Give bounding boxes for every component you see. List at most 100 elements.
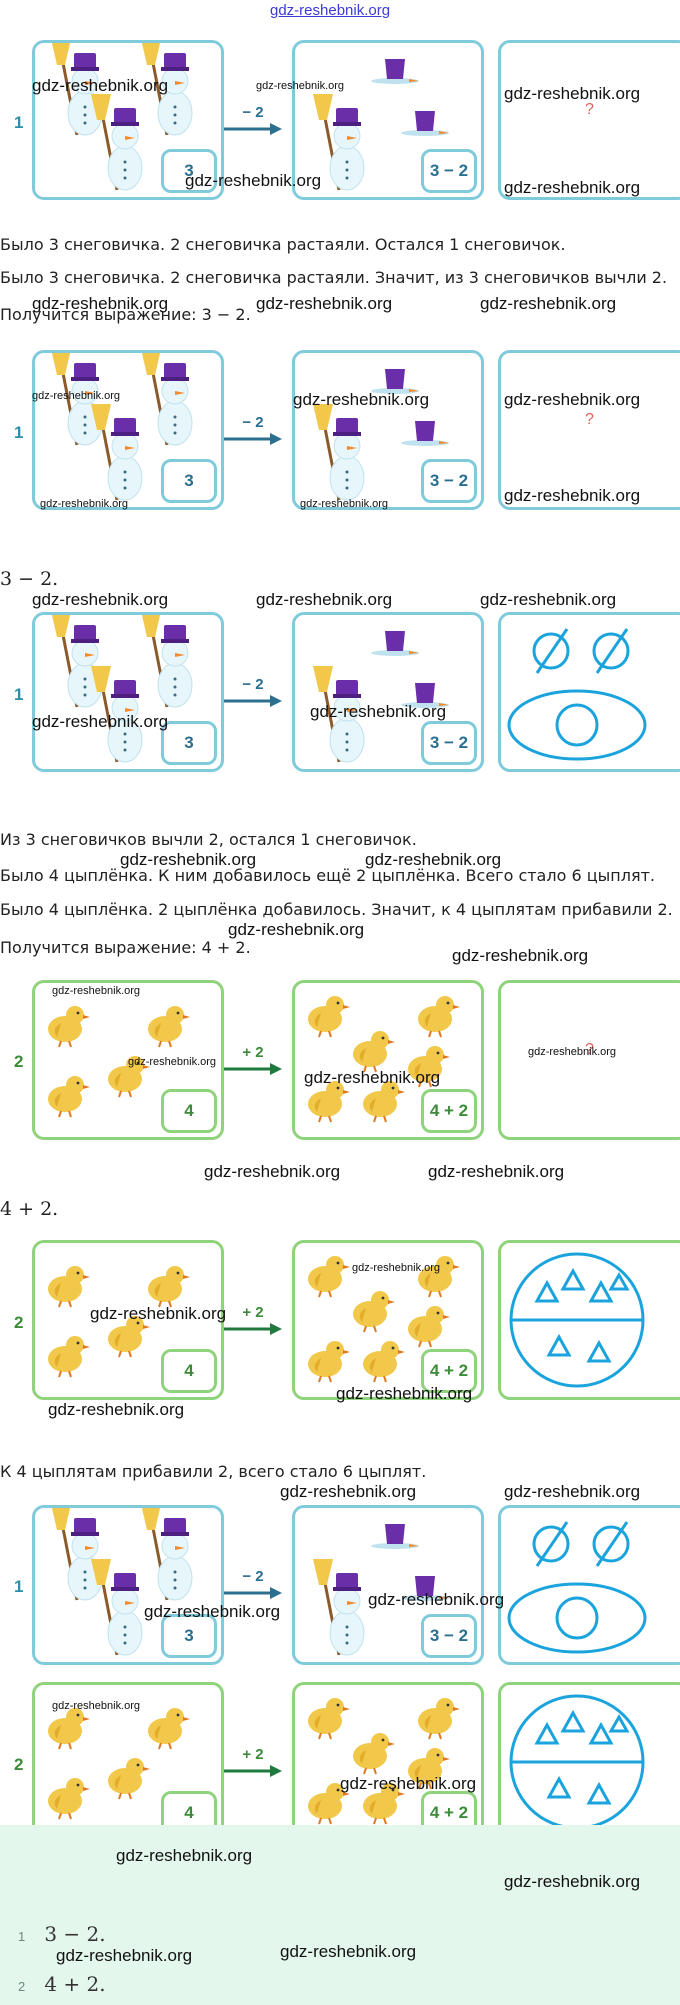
row-number: 2 <box>14 1313 24 1332</box>
watermark: gdz-reshebnik.org <box>90 1304 227 1323</box>
watermark: gdz-reshebnik.org <box>452 946 589 965</box>
watermark: gdz-reshebnik.org <box>365 850 502 869</box>
watermark: gdz-reshebnik.org <box>228 920 365 939</box>
watermark: gdz-reshebnik.org <box>32 76 169 95</box>
watermark: gdz-reshebnik.org <box>368 1590 505 1609</box>
count-badge: 4 <box>161 1089 217 1133</box>
plus-arrow: + 2 <box>222 1746 284 1782</box>
watermark: gdz-reshebnik.org <box>504 1872 641 1891</box>
count-badge: 4 <box>161 1349 217 1393</box>
arrow-right-icon <box>224 1323 282 1335</box>
watermark: gdz-reshebnik.org <box>52 1700 141 1712</box>
minus-arrow: − 2 <box>222 414 284 450</box>
arrow-label: − 2 <box>242 104 264 121</box>
arrow-label: + 2 <box>242 1746 264 1763</box>
snow-text-2: Было 3 снеговичка. 2 снеговичка растаяли… <box>0 268 668 287</box>
question-mark: ? <box>585 411 594 428</box>
minus-arrow: − 2 <box>222 1568 284 1604</box>
answer-panel <box>0 1825 680 2005</box>
arrow-right-icon <box>224 123 282 135</box>
watermark: gdz-reshebnik.org <box>504 84 641 103</box>
melted-card: 3 − 2 <box>292 40 484 200</box>
answer-card: ? <box>498 350 680 510</box>
chick-text-1: Было 4 цыплёнка. К ним добавилось ещё 2 … <box>0 866 655 885</box>
snow-expression: 3 − 2. <box>0 568 59 590</box>
arrow-right-icon <box>224 433 282 445</box>
minus-arrow: − 2 <box>222 104 284 140</box>
plus-arrow: + 2 <box>222 1304 284 1340</box>
melted-card: 3 − 2 <box>292 1505 484 1665</box>
answer-line-1: 1 3 − 2. <box>18 1922 106 1946</box>
subtraction-diagram-card <box>498 612 680 772</box>
snow-text-3: Получится выражение: 3 − 2. <box>0 305 251 324</box>
row-number: 1 <box>14 1577 24 1596</box>
arrow-label: − 2 <box>242 1568 264 1585</box>
watermark: gdz-reshebnik.org <box>32 712 169 731</box>
watermark: gdz-reshebnik.org <box>336 1384 473 1403</box>
arrow-right-icon <box>224 695 282 707</box>
answer-card: ? <box>498 980 680 1140</box>
chick-text-3: Получится выражение: 4 + 2. <box>0 938 251 957</box>
watermark: gdz-reshebnik.org <box>52 985 141 997</box>
row-number: 1 <box>14 685 24 704</box>
watermark: gdz-reshebnik.org <box>32 590 169 609</box>
watermark: gdz-reshebnik.org <box>504 390 641 409</box>
watermark: gdz-reshebnik.org <box>144 1602 281 1621</box>
count-badge: 3 <box>161 149 217 193</box>
watermark: gdz-reshebnik.org <box>40 498 129 510</box>
watermark: gdz-reshebnik.org <box>32 390 121 402</box>
minus-arrow: − 2 <box>222 676 284 712</box>
watermark: gdz-reshebnik.org <box>256 294 393 313</box>
watermark: gdz-reshebnik.org <box>504 1482 641 1501</box>
watermark: gdz-reshebnik.org <box>310 702 447 721</box>
count-badge: 3 <box>161 721 217 765</box>
watermark: gdz-reshebnik.org <box>340 1774 477 1793</box>
row-number: 2 <box>14 1755 24 1774</box>
watermark: gdz-reshebnik.org <box>528 1046 617 1058</box>
question-mark: ? <box>585 1041 594 1058</box>
snowmen-card: 3 <box>32 350 224 510</box>
watermark: gdz-reshebnik.org <box>204 1162 341 1181</box>
expression-badge: 3 − 2 <box>421 721 477 765</box>
watermark: gdz-reshebnik.org <box>256 80 345 92</box>
watermark: gdz-reshebnik.org <box>256 590 393 609</box>
watermark: gdz-reshebnik.org <box>504 486 641 505</box>
arrow-right-icon <box>224 1765 282 1777</box>
answer-expression: 4 + 2. <box>44 1972 106 1996</box>
watermark: gdz-reshebnik.org <box>280 1942 417 1961</box>
row-number: 2 <box>14 1052 24 1071</box>
answer-line-2: 2 4 + 2. <box>18 1972 106 1996</box>
expression-badge: 3 − 2 <box>421 149 477 193</box>
site-watermark-top[interactable]: gdz-reshebnik.org <box>270 2 391 19</box>
addition-diagram-card <box>498 1682 680 1842</box>
watermark: gdz-reshebnik.org <box>32 294 169 313</box>
arrow-right-icon <box>224 1587 282 1599</box>
watermark: gdz-reshebnik.org <box>56 1946 193 1965</box>
count-badge: 3 <box>161 1614 217 1658</box>
snowmen-card: 3 <box>32 40 224 200</box>
melted-card: 3 − 2 <box>292 350 484 510</box>
chick-text-4: К 4 цыплятам прибавили 2, всего стало 6 … <box>0 1462 427 1481</box>
watermark: gdz-reshebnik.org <box>280 1482 417 1501</box>
answer-card: ? <box>498 40 680 200</box>
plus-arrow: + 2 <box>222 1044 284 1080</box>
answer-number: 1 <box>18 1929 26 1944</box>
addition-diagram-card <box>498 1240 680 1400</box>
expression-badge: 3 − 2 <box>421 459 477 503</box>
watermark: gdz-reshebnik.org <box>128 1056 217 1068</box>
subtraction-diagram <box>507 1521 647 1654</box>
row-number: 1 <box>14 113 24 132</box>
watermark: gdz-reshebnik.org <box>48 1400 185 1419</box>
chick-expression: 4 + 2. <box>0 1198 59 1220</box>
snow-text-1: Было 3 снеговичка. 2 снеговичка растаяли… <box>0 235 566 254</box>
subtraction-diagram-card <box>498 1505 680 1665</box>
watermark: gdz-reshebnik.org <box>300 498 389 510</box>
row-number: 1 <box>14 423 24 442</box>
melted-card: 3 − 2 <box>292 612 484 772</box>
expression-badge: 4 + 2 <box>421 1089 477 1133</box>
watermark: gdz-reshebnik.org <box>480 590 617 609</box>
chicks-added-card: 4 + 2 <box>292 1240 484 1400</box>
addition-diagram <box>509 1252 645 1388</box>
watermark: gdz-reshebnik.org <box>480 294 617 313</box>
count-badge: 3 <box>161 459 217 503</box>
